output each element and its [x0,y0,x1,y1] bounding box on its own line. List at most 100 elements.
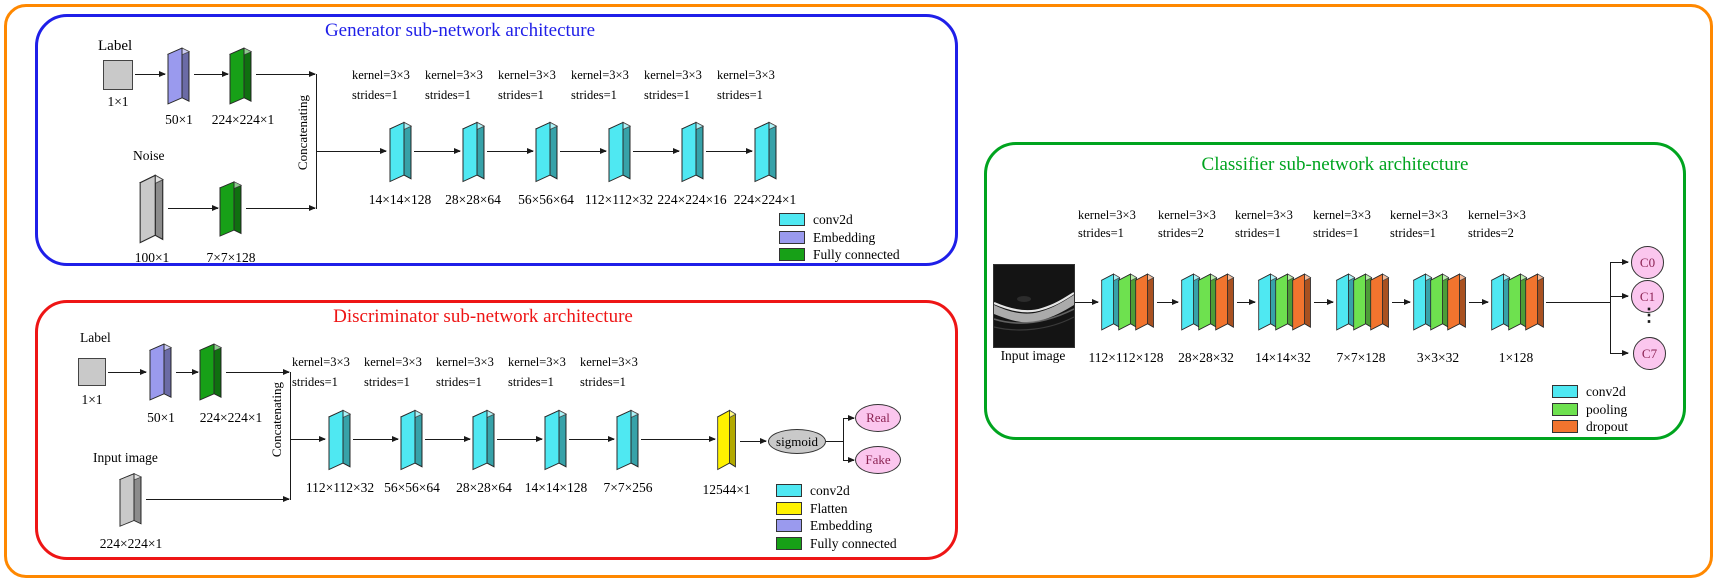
arrow [226,368,290,375]
layer-dim: 7×7×256 [603,480,653,495]
strides-label: strides=1 [580,375,626,389]
discriminator-embedding-dim: 50×1 [147,410,175,425]
conv2d-swatch [776,484,802,497]
dropout-layer [1369,268,1391,336]
kernel-label: kernel=3×3 [644,68,702,82]
kernel-label: kernel=3×3 [1158,208,1216,222]
strides-label: strides=1 [364,375,410,389]
arrow [1392,298,1411,305]
kernel-label: kernel=3×3 [352,68,410,82]
dropout-layer [1214,268,1236,336]
flatten-dim: 12544×1 [702,482,751,497]
strides-label: strides=1 [1390,226,1436,240]
strides-label: strides=1 [292,375,338,389]
generator-noise-text: Noise [133,148,165,163]
classifier-input-label: Input image [1000,348,1066,363]
conv2d-layer [399,404,425,476]
kernel-label: kernel=3×3 [571,68,629,82]
conv2d-layer [461,116,487,188]
generator-noise-dim: 100×1 [134,250,170,265]
layer-dim: 14×14×32 [1255,350,1311,365]
class-output-c1: C1 [1631,280,1664,313]
dropout-swatch [1552,420,1578,433]
legend-item: Embedding [779,230,900,248]
conv2d-layer [615,404,641,476]
conv2d-layer [388,116,414,188]
embedding-swatch [776,519,802,532]
legend-label: Embedding [813,229,876,245]
layer-dim: 112×112×128 [1088,350,1164,365]
fully-connected-swatch [779,248,805,261]
strides-label: strides=1 [436,375,482,389]
line [1546,302,1610,303]
kernel-label: kernel=3×3 [425,68,483,82]
discriminator-title: Discriminator sub-network architecture [333,306,633,327]
legend-item: pooling [1552,402,1628,420]
kernel-label: kernel=3×3 [717,68,775,82]
arrow [353,435,399,442]
legend-label: Fully connected [813,247,900,262]
arrow [843,456,855,463]
legend-label: dropout [1586,419,1628,434]
discriminator-label-dim: 1×1 [81,392,103,407]
kernel-label: kernel=3×3 [436,355,494,369]
strides-label: strides=1 [498,88,544,102]
arrow [1075,298,1099,305]
strides-label: strides=1 [1313,226,1359,240]
generator-fc-dim: 224×224×1 [211,112,275,127]
concat-line [316,74,317,209]
layer-dim: 28×28×64 [445,192,501,207]
kernel-label: kernel=3×3 [580,355,638,369]
conv2d-swatch [1552,385,1578,398]
flatten-swatch [776,501,802,515]
arrow [1610,349,1629,356]
oct-input-image [993,264,1075,348]
concat-line [290,372,291,500]
layer-dim: 7×7×128 [1336,350,1386,365]
arrow [176,368,199,375]
discriminator-label-text: Label [80,330,111,345]
layer-dim: 112×112×32 [584,192,654,207]
strides-label: strides=1 [352,88,398,102]
arrow [194,70,229,77]
discriminator-label-input [78,358,106,386]
generator-concat-label: Concatenating [295,95,310,171]
legend-label: Embedding [810,518,873,533]
arrow [843,414,855,421]
generator-noise-fc-dim: 7×7×128 [206,250,256,265]
embedding-layer [166,42,192,110]
arrow [414,147,461,154]
conv2d-layer [534,116,560,188]
discriminator-fc-dim: 224×224×1 [199,410,263,425]
kernel-label: kernel=3×3 [1078,208,1136,222]
kernel-label: kernel=3×3 [1468,208,1526,222]
dropout-layer [1446,268,1468,336]
discriminator-frame [35,300,958,560]
discriminator-input-dim: 224×224×1 [99,536,163,551]
arrow [1610,258,1629,265]
kernel-label: kernel=3×3 [508,355,566,369]
kernel-label: kernel=3×3 [1390,208,1448,222]
classifier-title: Classifier sub-network architecture [1201,154,1469,175]
classifier-frame [984,142,1686,440]
outer-frame [4,4,1713,578]
kernel-label: kernel=3×3 [292,355,350,369]
legend-item: Flatten [776,501,897,519]
noise-input [138,168,166,250]
legend-label: conv2d [1586,384,1626,399]
layer-dim: 14×14×128 [524,480,588,495]
layer-dim: 3×3×32 [1416,350,1460,365]
kernel-label: kernel=3×3 [364,355,422,369]
legend-item: Fully connected [779,247,900,265]
arrow [560,147,607,154]
generator-label-dim: 1×1 [107,94,129,109]
arrow [256,70,316,77]
layer-dim: 56×56×64 [384,480,440,495]
conv2d-layer [327,404,353,476]
input-image-layer [118,468,144,532]
arrow [1314,298,1334,305]
arrow [1157,298,1179,305]
generator-legend: conv2d Embedding Fully connected [779,212,900,265]
layer-dim: 56×56×64 [518,192,574,207]
fully-connected-layer [218,176,244,242]
